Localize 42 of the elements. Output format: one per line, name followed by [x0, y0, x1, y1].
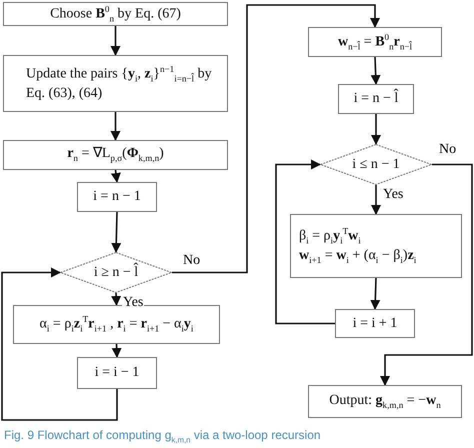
- formula-text: i ≤ n − 1: [352, 156, 400, 174]
- arrow: [110, 26, 120, 56]
- formula-text: Choose B$^{0}$$_{n}$ by Eq. (67): [50, 4, 181, 24]
- arrow: [380, 164, 473, 386]
- process-box: [3, 55, 228, 112]
- formula-text: i = i + 1: [352, 314, 398, 332]
- arrow: [1, 268, 118, 421]
- process-box: [77, 357, 157, 389]
- arrow: [371, 185, 381, 215]
- arrow: [172, 4, 380, 274]
- formula-text: i ≥ n − l̂: [94, 264, 138, 282]
- decision-diamond: [60, 252, 172, 293]
- formula-text: w$_{n−l̂}$ = B$^{0}$$_{n}$r$_{n−l̂}$: [338, 32, 412, 52]
- process-box: [308, 385, 462, 418]
- formula-text: i = i − 1: [94, 364, 140, 382]
- process-box: [3, 140, 228, 170]
- formula-text: i = n − l̂: [354, 90, 398, 108]
- process-box: [308, 27, 442, 57]
- formula-text: r$_{n}$ = ∇L$_{p,σ}$(Φ$_{k,m,n}$): [67, 145, 164, 165]
- process-box: [3, 2, 228, 26]
- arrow: [275, 160, 335, 324]
- arrow: [111, 292, 122, 306]
- formula-text: w$_{i+1}$ = w$_{i}$ + (α$_{i}$ − β$_{i}$)z$_{i}$: [299, 246, 416, 266]
- arrow: [370, 278, 380, 310]
- arrow: [370, 56, 381, 85]
- arrow: [111, 212, 122, 253]
- decision-diamond: [320, 144, 432, 185]
- arrow: [112, 344, 122, 358]
- process-box: [335, 309, 415, 338]
- process-box: [290, 214, 462, 278]
- process-box: [338, 84, 414, 114]
- arrow: [371, 114, 381, 145]
- process-box: [13, 305, 220, 344]
- formula-text: i = n − 1: [93, 188, 141, 206]
- formula-text: α$_{i}$ = ρ$_{i}$z$_{i}$$^{T}$r$_{i+1}$ , r$_{i}$ = r$_{i+1}$ − α$_{i}$y$_{i}$: [40, 314, 194, 335]
- arrow: [110, 112, 120, 141]
- figure-caption: Fig. 9 Flowchart of computing g$_{k,m,n}$ via a two-loop recursion: [4, 428, 321, 444]
- process-box: [77, 182, 157, 212]
- formula-text: Output: g$_{k,m,n}$ = −w$_{n}$: [329, 392, 441, 412]
- formula-text: β$_{i}$ = ρ$_{i}$y$_{i}$$^{T}$w$_{i}$: [299, 226, 361, 247]
- arrow: [110, 170, 121, 183]
- formula-text: Update the pairs {y$_{i}$, z$_{i}$}$^{n−1}$$_{i=n−l̂}$ by Eq. (63), (64): [26, 64, 213, 103]
